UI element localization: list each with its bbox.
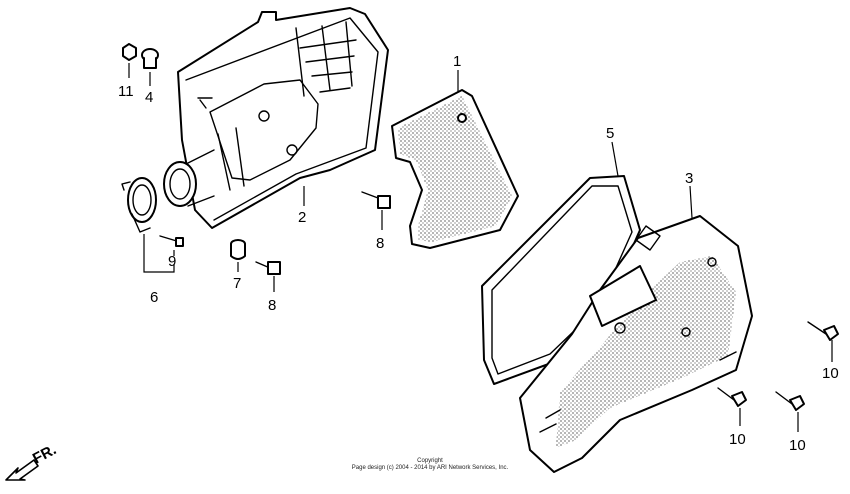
callout-11: 11 <box>118 83 134 100</box>
collar-7 <box>230 239 246 260</box>
copyright-line-2: Page design (c) 2004 - 2014 by ARI Netwo… <box>351 465 509 471</box>
front-arrow-icon <box>5 459 39 481</box>
screw-10-lower-left <box>717 387 747 407</box>
bolt-8-upper <box>361 191 391 209</box>
callout-1: 1 <box>453 53 461 70</box>
callout-9: 9 <box>168 253 176 270</box>
air-cleaner-case <box>163 7 389 229</box>
callout-3: 3 <box>685 170 693 187</box>
screw-10-lower-right <box>775 391 805 411</box>
nut-11 <box>122 43 137 61</box>
screw-9 <box>159 235 184 247</box>
callout-4: 4 <box>145 89 153 106</box>
copyright-line-1: Copyright <box>417 458 443 464</box>
callout-10-lower-right: 10 <box>789 437 806 454</box>
callout-8-lower: 8 <box>268 297 276 314</box>
callout-10-lower-left: 10 <box>729 431 746 448</box>
callout-10-right: 10 <box>822 365 839 382</box>
air-filter-element <box>391 89 519 249</box>
callout-5: 5 <box>606 125 614 142</box>
leader-lines <box>128 63 833 432</box>
grommet-4 <box>141 48 159 69</box>
intake-boot <box>121 177 157 233</box>
bolt-8-lower <box>255 261 281 275</box>
callout-6: 6 <box>150 289 158 306</box>
callout-8-upper: 8 <box>376 235 384 252</box>
copyright-notice: Copyright Page design (c) 2004 - 2014 by… <box>300 458 560 472</box>
air-cleaner-cover <box>519 215 753 473</box>
callout-2: 2 <box>298 209 306 226</box>
callout-7: 7 <box>233 275 241 292</box>
screw-10-right <box>807 321 839 341</box>
front-direction-indicator: FR. <box>5 441 59 481</box>
